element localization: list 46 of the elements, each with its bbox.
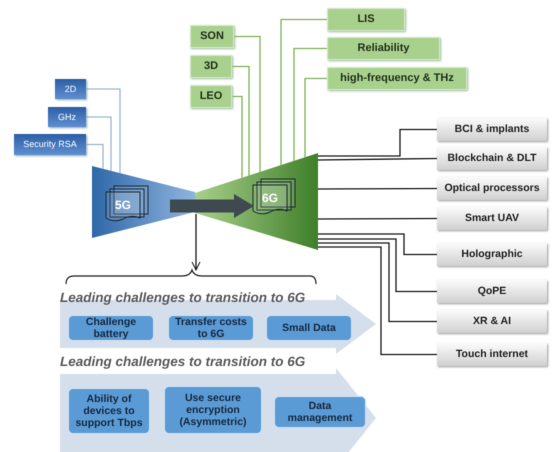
connector-line — [86, 116, 112, 171]
section-heading: Leading challenges to transition to 6G — [60, 354, 306, 369]
application-box: XR & AI — [437, 310, 547, 333]
feature-box: LIS — [327, 8, 405, 31]
connector-line — [293, 48, 327, 161]
application-box: Optical processors — [437, 177, 547, 200]
connector-line — [86, 88, 121, 174]
application-box: BCI & implants — [437, 118, 547, 141]
connector-line — [232, 96, 243, 178]
feature-box: SON — [190, 25, 234, 48]
connector-line — [318, 242, 437, 322]
feature-box: high-frequency & THz — [327, 67, 467, 90]
application-box: Touch internet — [437, 343, 547, 366]
application-box: QoPE — [437, 280, 547, 303]
connector-line — [318, 246, 437, 356]
feature-box: Reliability — [327, 37, 440, 60]
connector-line — [318, 188, 437, 190]
connector-line — [234, 36, 261, 172]
label-box: Security RSA — [14, 134, 86, 155]
challenge-box: Small Data — [266, 315, 352, 341]
connector-line — [86, 144, 104, 169]
feature-box: LEO — [190, 85, 232, 108]
connector-line — [304, 78, 327, 158]
section-heading: Leading challenges to transition to 6G — [60, 290, 306, 305]
connector-line — [318, 238, 437, 292]
feature-box: 3D — [190, 55, 232, 78]
label-box: GHz — [48, 107, 86, 127]
arrow — [192, 214, 200, 270]
challenge-box: Challenge battery — [68, 315, 154, 341]
challenge-box: Ability of devices to support Tbps — [68, 388, 150, 434]
challenge-box: Use secure encryption (Asymmetric) — [164, 386, 262, 434]
application-box: Blockchain & DLT — [437, 147, 547, 170]
challenge-box: Transfer costs to 6G — [168, 315, 254, 341]
connector-line — [232, 66, 250, 176]
application-box: Holographic — [437, 243, 547, 266]
connector-line — [318, 218, 437, 220]
arrow — [170, 194, 254, 218]
challenge-box: Data management — [274, 396, 366, 428]
generation-label: 5G — [114, 198, 132, 212]
connector-line — [318, 158, 437, 161]
connector-line — [318, 128, 437, 157]
connector-line — [318, 233, 437, 256]
generation-label: 6G — [260, 191, 279, 205]
application-box: Smart UAV — [437, 207, 547, 230]
connector-line — [280, 18, 327, 166]
label-box: 2D — [55, 79, 86, 99]
